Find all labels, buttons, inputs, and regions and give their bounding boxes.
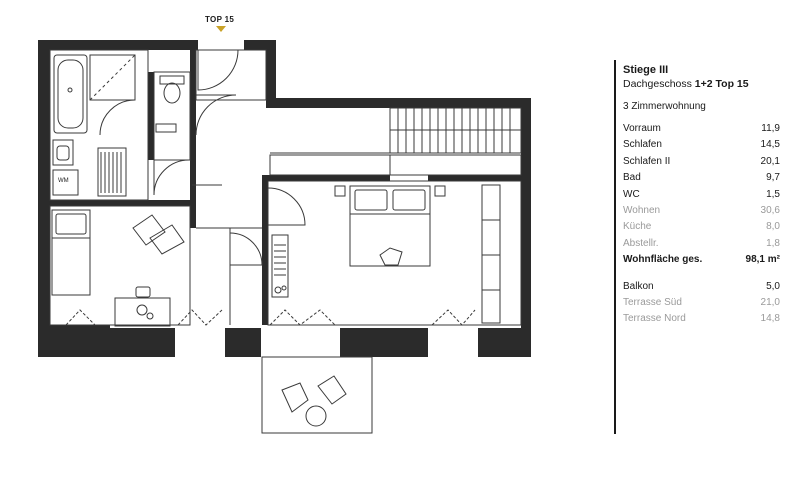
area-name: Küche — [623, 221, 652, 233]
floor-plan — [38, 40, 531, 434]
inner-lines — [49, 49, 522, 326]
area-name: Wohnen — [623, 204, 661, 216]
unit-marker: TOP 15 — [205, 15, 235, 24]
staircase — [269, 107, 522, 176]
entrance-arrow-icon — [216, 26, 226, 32]
area-value: 5,0 — [766, 280, 780, 292]
area-row: WC 1,5 — [623, 187, 780, 203]
area-name: Bad — [623, 172, 641, 184]
info-panel: Stiege III Dachgeschoss 1+2 Top 15 3 Zim… — [623, 63, 780, 328]
bathtub — [53, 54, 88, 134]
area-row: Terrasse Nord 14,8 — [623, 311, 780, 327]
area-value: 14,8 — [760, 313, 780, 325]
area-value: 30,6 — [760, 204, 780, 216]
area-name: Terrasse Nord — [623, 313, 686, 325]
towel-rack — [97, 147, 127, 197]
area-value: 14,5 — [760, 139, 780, 151]
total-row: Wohnfläche ges.98,1 m² — [623, 254, 780, 266]
apartment-type: 3 Zimmerwohnung — [623, 101, 706, 112]
washer-label: WM — [58, 178, 69, 184]
area-name: Terrasse Süd — [623, 296, 682, 308]
area-row: Terrasse Süd 21,0 — [623, 295, 780, 311]
info-divider — [614, 60, 616, 434]
toilet — [155, 75, 185, 133]
area-value: 21,0 — [760, 296, 780, 308]
stair-title: Stiege III — [623, 64, 669, 76]
area-row: Wohnen 30,6 — [623, 203, 780, 219]
double-bed — [334, 185, 446, 267]
area-name: Schlafen II — [623, 155, 671, 167]
area-value: 1,8 — [766, 237, 780, 249]
area-row: Küche 8,0 — [623, 219, 780, 235]
outer-walls — [38, 40, 531, 357]
area-row: Bad 9,7 — [623, 170, 780, 186]
area-value: 9,7 — [766, 172, 780, 184]
wardrobe — [481, 184, 501, 324]
pillows — [132, 214, 185, 255]
area-name: WC — [623, 188, 640, 200]
area-value: 8,0 — [766, 221, 780, 233]
floor-title: Dachgeschoss 1+2 Top 15 — [623, 78, 749, 90]
washing-machine — [52, 169, 79, 196]
single-bed — [51, 209, 91, 296]
windows — [65, 309, 476, 326]
area-value: 1,5 — [766, 188, 780, 200]
sink — [52, 139, 74, 166]
area-name: Abstellr. — [623, 237, 659, 249]
area-value: 20,1 — [760, 155, 780, 167]
shower — [89, 54, 136, 136]
kitchen-counter — [271, 234, 289, 298]
area-name: Schlafen — [623, 139, 662, 151]
doors — [153, 49, 306, 266]
area-name: Balkon — [623, 280, 654, 292]
balcony — [261, 356, 373, 434]
area-value: 11,9 — [761, 123, 780, 134]
area-row: Schlafen 14,5 — [623, 137, 780, 153]
area-name: Vorraum — [623, 123, 661, 134]
area-row: Abstellr. 1,8 — [623, 236, 780, 252]
area-row: Balkon 5,0 — [623, 279, 780, 295]
area-row: Schlafen II 20,1 — [623, 154, 780, 170]
desk — [114, 286, 171, 327]
area-row: Vorraum 11,9 — [623, 121, 780, 137]
